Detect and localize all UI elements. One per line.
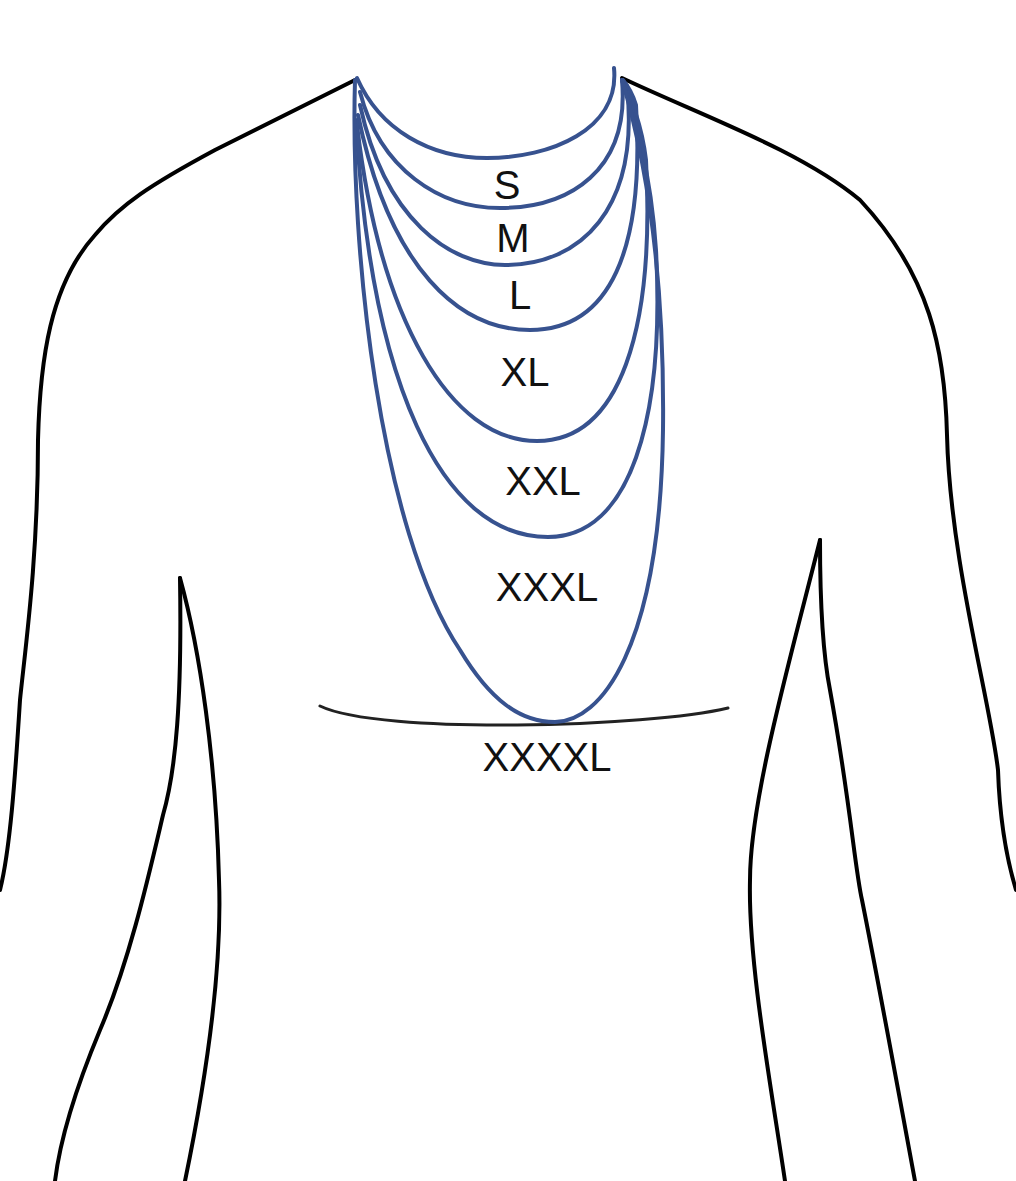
- size-label: L: [509, 275, 531, 315]
- right-shoulder: [622, 78, 1016, 890]
- size-label: XXXXL: [483, 737, 612, 777]
- necklace-curve: [360, 80, 623, 208]
- left-arm-inner: [180, 578, 219, 1181]
- size-label: XXXL: [496, 567, 598, 607]
- right-arm-inner: [820, 540, 915, 1181]
- right-torso-side: [750, 540, 820, 1181]
- size-label: XL: [501, 352, 550, 392]
- left-shoulder: [0, 80, 355, 890]
- size-label: XXL: [505, 461, 581, 501]
- necklace-curve: [356, 80, 657, 537]
- necklace-curve: [358, 80, 637, 330]
- necklace-curve: [354, 80, 663, 722]
- size-label: M: [496, 218, 529, 258]
- necklace-curve: [357, 68, 614, 158]
- size-label: S: [494, 165, 521, 205]
- left-torso-side: [55, 578, 180, 1181]
